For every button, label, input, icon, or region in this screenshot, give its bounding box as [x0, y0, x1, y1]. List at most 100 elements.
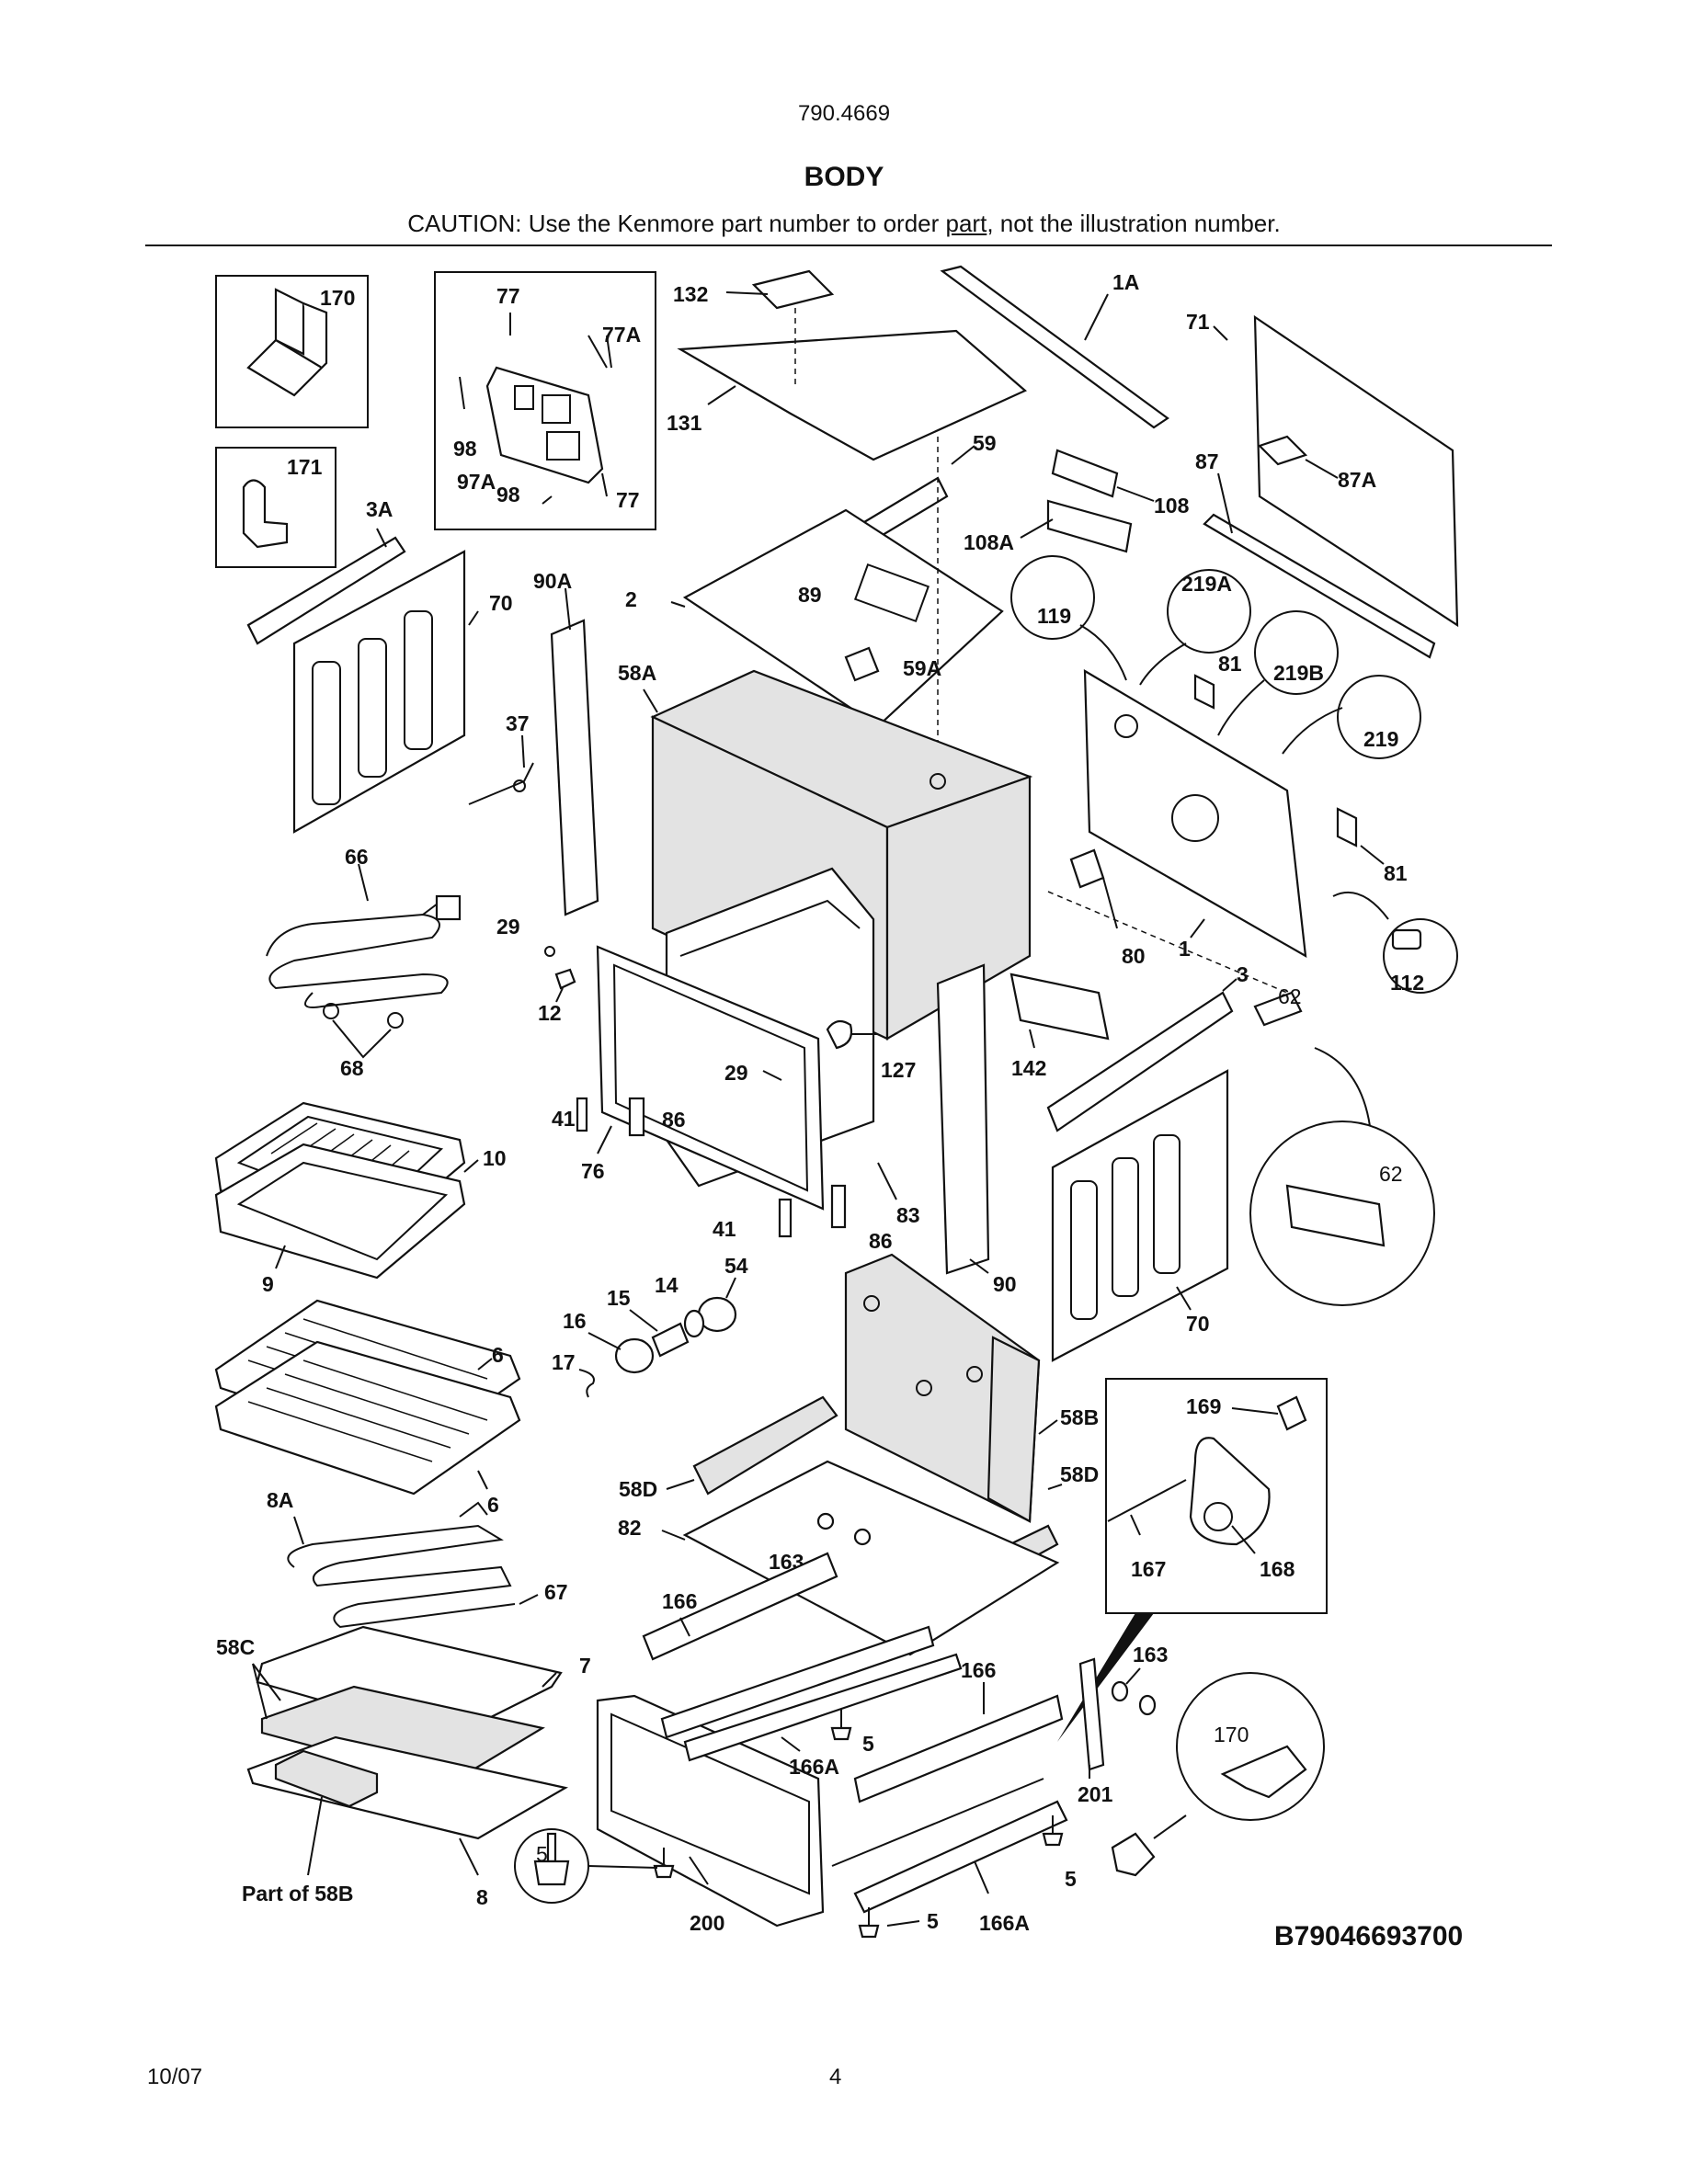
callout-169: 169 [1186, 1394, 1221, 1418]
callout-201: 201 [1078, 1782, 1113, 1806]
callout-168: 168 [1260, 1557, 1295, 1581]
callout-76: 76 [581, 1159, 605, 1183]
model-number: 790.4669 [797, 101, 891, 126]
callout-77b: 77 [616, 488, 640, 512]
callout-part-of-58b: Part of 58B [242, 1882, 353, 1905]
top-cover: 132 131 [667, 269, 1028, 461]
callout-142: 142 [1011, 1056, 1046, 1080]
inset-control-board: 77 77A 98 97A 98 77 [434, 271, 656, 530]
header-rule [145, 245, 1552, 246]
callout-41b: 41 [713, 1217, 736, 1241]
callout-171: 171 [287, 455, 323, 479]
callout-166: 166 [662, 1589, 697, 1613]
hinge-inset: 169 167 168 [1057, 1378, 1328, 1742]
callout-200: 200 [690, 1911, 724, 1935]
callout-2: 2 [625, 587, 637, 611]
callout-3a: 3A [366, 497, 393, 521]
callout-108a: 108A [964, 530, 1014, 554]
callout-170b: 170 [1214, 1723, 1249, 1746]
callout-14: 14 [655, 1273, 679, 1297]
callout-81: 81 [1218, 652, 1242, 676]
callout-87a: 87A [1338, 468, 1376, 492]
callout-12: 12 [538, 1001, 562, 1025]
callout-62: 62 [1278, 984, 1302, 1008]
caution-suffix: , not the illustration number. [987, 210, 1281, 237]
callout-119: 119 [1037, 604, 1071, 628]
callout-112: 112 [1390, 971, 1424, 995]
callout-59: 59 [973, 431, 997, 455]
caution-prefix: CAUTION: Use the Kenmore part number to … [407, 210, 946, 237]
callout-17: 17 [552, 1350, 576, 1374]
callout-1: 1 [1179, 937, 1191, 961]
top-panel: 2 89 59A [625, 437, 1004, 781]
callout-29: 29 [496, 915, 520, 938]
bake-element: 8A 67 [267, 1488, 568, 1629]
callout-5b: 5 [1065, 1867, 1077, 1891]
callout-8: 8 [476, 1885, 488, 1909]
callout-98b: 98 [496, 483, 520, 506]
callout-163b: 163 [1133, 1643, 1168, 1666]
callout-89: 89 [798, 583, 822, 607]
callout-166a: 166A [789, 1755, 839, 1779]
callout-77a: 77A [602, 323, 641, 347]
lower-frame: 82 163 166 [618, 1460, 1060, 1661]
callout-81b: 81 [1384, 861, 1408, 885]
callout-98: 98 [453, 437, 477, 461]
callout-59a: 59A [903, 656, 941, 680]
callout-90a: 90A [533, 569, 572, 593]
callout-167: 167 [1131, 1557, 1166, 1581]
right-side-panel: 3 70 [1046, 962, 1249, 1362]
callout-166b: 166 [961, 1658, 996, 1682]
callout-37: 37 [506, 711, 530, 735]
callout-77: 77 [496, 284, 520, 308]
callout-66: 66 [345, 845, 369, 869]
sensor-circles: 119 219A 219B 219 [1010, 555, 1421, 759]
callout-7: 7 [579, 1654, 591, 1678]
callout-10: 10 [483, 1146, 507, 1170]
callout-70b: 70 [1186, 1312, 1210, 1336]
callout-82: 82 [618, 1516, 642, 1540]
callout-170: 170 [320, 286, 355, 310]
rear-frame: 81 81 80 1 112 [1047, 652, 1458, 995]
inset-171: 171 [215, 447, 336, 568]
callout-15: 15 [607, 1286, 631, 1310]
callout-58c: 58C [216, 1635, 255, 1659]
top-rail: 1A [940, 265, 1169, 429]
callout-87: 87 [1195, 449, 1219, 473]
callout-90: 90 [993, 1272, 1017, 1296]
bracket-170-circle: 170 [1111, 1672, 1325, 1877]
callout-68: 68 [340, 1056, 364, 1080]
callout-132: 132 [673, 282, 708, 306]
callout-86: 86 [662, 1108, 686, 1132]
callout-5c: 5 [927, 1909, 939, 1933]
callout-166a-b: 166A [979, 1911, 1030, 1935]
inset-170: 170 [215, 275, 369, 428]
callout-1a: 1A [1112, 270, 1139, 294]
callout-219b: 219B [1273, 661, 1324, 685]
callout-70: 70 [489, 591, 513, 615]
callout-97a: 97A [457, 470, 496, 494]
right-trim: 90 142 [936, 963, 1110, 1296]
oven-bottom: 7 58C Part of 58B 8 [216, 1625, 591, 1909]
callout-108: 108 [1154, 494, 1190, 518]
callout-127: 127 [881, 1058, 916, 1082]
callout-9: 9 [262, 1272, 274, 1296]
callout-219a: 219A [1181, 572, 1232, 596]
footer-date: 10/07 [147, 2065, 203, 2089]
callout-83: 83 [896, 1203, 920, 1227]
drawer-assembly: 200 166A 166 201 163 166A [596, 1625, 1168, 1935]
element-37: 37 [468, 711, 534, 805]
screws-12-29: 29 12 [496, 915, 576, 1025]
callout-58d: 58D [619, 1477, 657, 1501]
callout-41: 41 [552, 1107, 576, 1131]
trim-90a: 90A [533, 569, 599, 916]
callout-5: 5 [862, 1732, 874, 1756]
caution-part-word: part [945, 210, 987, 237]
callout-131: 131 [667, 411, 702, 435]
callout-58d-b: 58D [1060, 1462, 1099, 1486]
left-side-panel: 3A 70 [246, 497, 513, 834]
callout-86b: 86 [869, 1229, 893, 1253]
callout-54: 54 [724, 1254, 748, 1278]
callout-6b: 6 [487, 1493, 499, 1517]
section-title: BODY [804, 162, 884, 192]
